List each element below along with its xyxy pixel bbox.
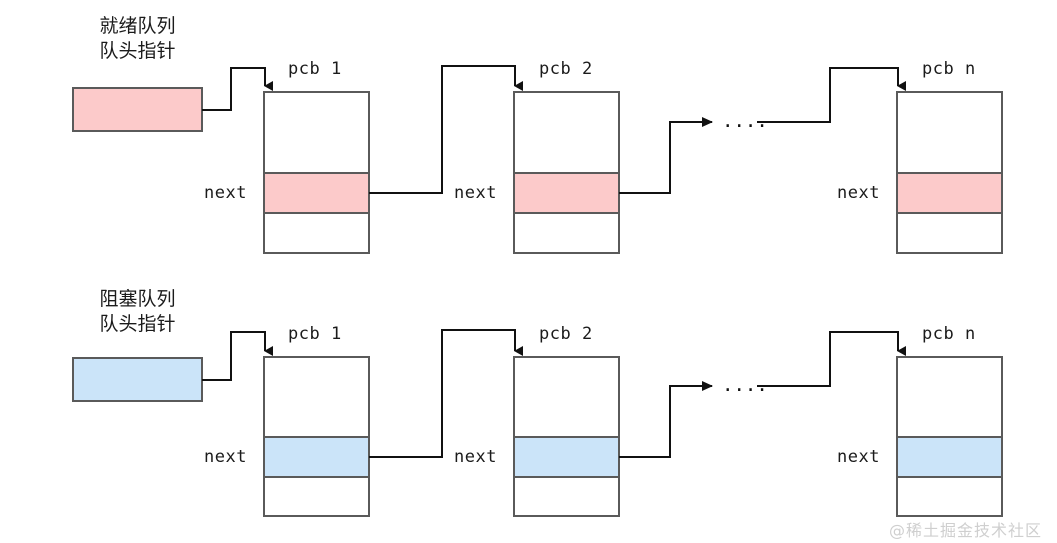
connector-ready-ellipsis-to-pcbn [757, 67, 906, 123]
ready-pcbn-next-label: next [837, 183, 880, 203]
blocked-pcb1-next-label: next [204, 447, 247, 467]
connector-blocked-ellipsis-to-pcbn [757, 331, 906, 387]
ready-pcb1-title: pcb 1 [288, 59, 342, 79]
connector-blocked-pcb1-to-pcb2 [369, 329, 523, 458]
ready-pcbn-title: pcb n [922, 59, 976, 79]
ready-pcb2-next-label: next [454, 183, 497, 203]
ready-queue-pointer-label-line1: 就绪队列 [99, 15, 176, 37]
blocked-pcbn-next-label: next [837, 447, 880, 467]
ready-queue-ellipsis: .... [722, 110, 768, 132]
connector-ready-pcb2-to-ellipsis [619, 117, 713, 194]
blocked-pcbn-next-field [896, 436, 1003, 478]
blocked-pcb2-next-field [513, 436, 620, 478]
blocked-pcb1-title: pcb 1 [288, 324, 342, 344]
ready-pcbn-next-field [896, 172, 1003, 214]
blocked-queue-pointer-label-line1: 阻塞队列 [99, 288, 176, 310]
watermark-text: @稀土掘金技术社区 [889, 521, 1043, 540]
ready-pcb2-next-field [513, 172, 620, 214]
ready-pcb2-title: pcb 2 [539, 59, 593, 79]
connector-blocked-pcb2-to-ellipsis [619, 381, 713, 458]
ready-queue-pointer-box [72, 87, 203, 132]
blocked-queue-pointer-label-line2: 队头指针 [99, 313, 176, 335]
ready-pcb1-next-label: next [204, 183, 247, 203]
connector-blocked-pointer-to-pcb1 [202, 331, 273, 381]
connector-ready-pointer-to-pcb1 [202, 67, 273, 111]
blocked-pcb1-next-field [263, 436, 370, 478]
blocked-queue-ellipsis: .... [722, 374, 768, 396]
blocked-pcb2-next-label: next [454, 447, 497, 467]
blocked-pcb2-title: pcb 2 [539, 324, 593, 344]
ready-queue-pointer-label-line2: 队头指针 [99, 40, 176, 62]
ready-pcb1-next-field [263, 172, 370, 214]
blocked-pcbn-title: pcb n [922, 324, 976, 344]
blocked-queue-pointer-box [72, 357, 203, 402]
connector-ready-pcb1-to-pcb2 [369, 65, 523, 194]
